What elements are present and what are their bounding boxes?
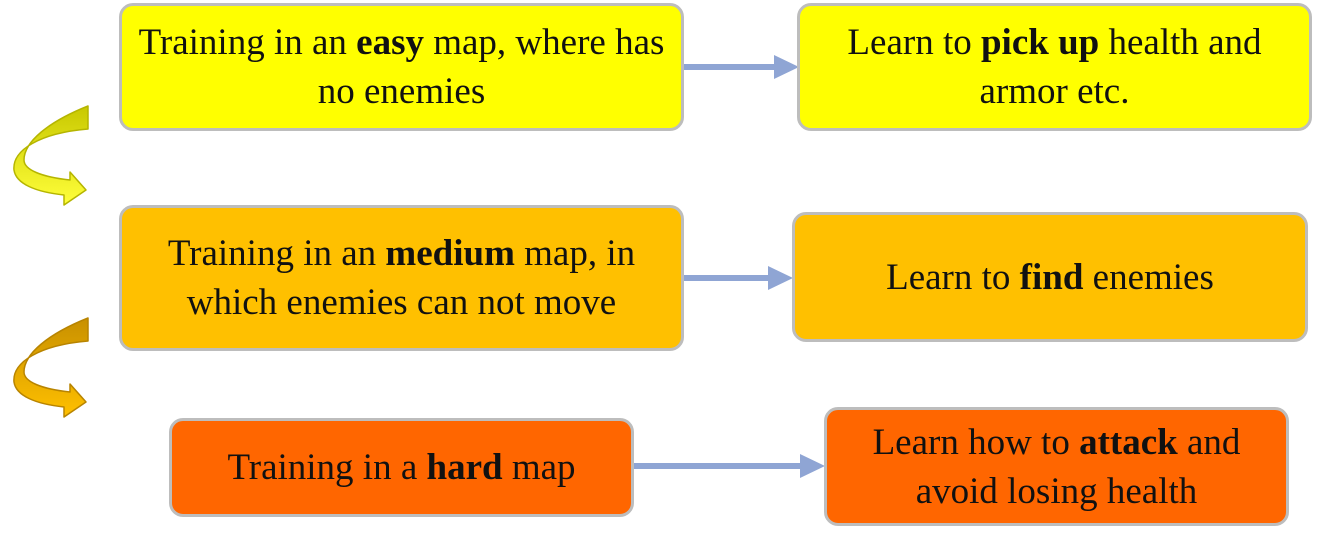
- arrow-easy: [684, 55, 799, 79]
- hard-training-keyword: hard: [426, 447, 503, 488]
- hard-training-text: Training in a hard map: [227, 447, 576, 488]
- medium-learning-keyword: find: [1019, 256, 1084, 298]
- medium-learning-text: Learn to find enemies: [886, 256, 1214, 298]
- easy-training-keyword: easy: [356, 22, 424, 63]
- easy-training-box: Training in an easy map, where has no en…: [119, 3, 684, 131]
- hard-training-box: Training in a hard map: [169, 418, 634, 517]
- hard-learning-keyword: attack: [1079, 421, 1178, 463]
- hard-learning-box: Learn how to attack and avoid losing hea…: [824, 407, 1289, 526]
- easy-training-text: Training in an easy map, where has no en…: [138, 22, 665, 112]
- medium-training-keyword: medium: [385, 233, 515, 274]
- easy-learning-text: Learn to pick up health and armor etc.: [847, 22, 1262, 112]
- arrow-medium: [684, 266, 793, 290]
- curved-arrow-easy-to-medium: [13, 105, 89, 206]
- curved-arrow-medium-to-hard: [13, 317, 89, 418]
- arrow-hard: [634, 454, 825, 478]
- hard-learning-text: Learn how to attack and avoid losing hea…: [872, 421, 1241, 512]
- medium-training-text: Training in an medium map, in which enem…: [167, 233, 636, 323]
- easy-learning-keyword: pick up: [980, 22, 1100, 63]
- medium-learning-box: Learn to find enemies: [792, 212, 1308, 342]
- medium-training-box: Training in an medium map, in which enem…: [119, 205, 684, 351]
- easy-learning-box: Learn to pick up health and armor etc.: [797, 3, 1312, 131]
